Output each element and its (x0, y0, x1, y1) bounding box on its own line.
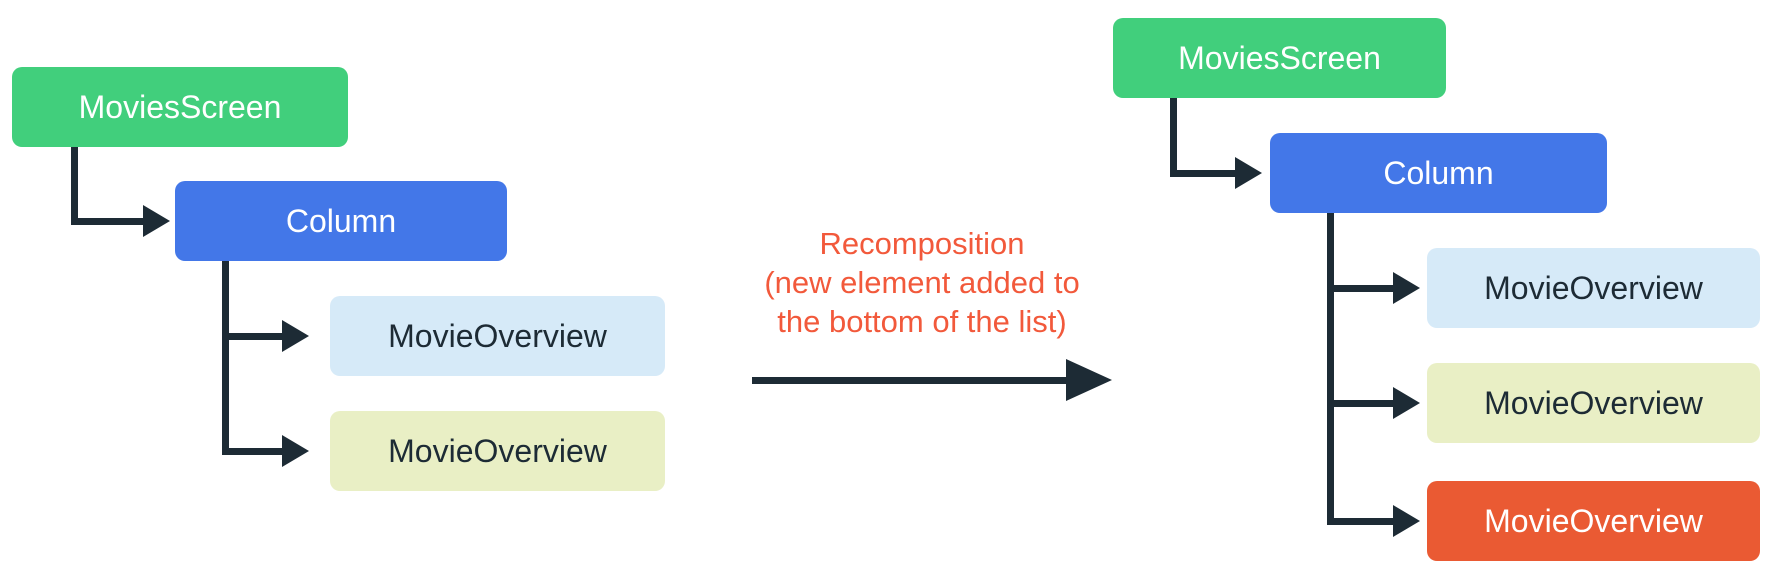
after-connector-child2-hline (1327, 400, 1395, 407)
recomposition-caption: Recomposition (new element added to the … (722, 224, 1122, 341)
caption-line-3: the bottom of the list) (777, 304, 1067, 339)
after-connector-root-hline (1170, 170, 1236, 177)
after-connector-child3-hline (1327, 518, 1395, 525)
before-connector-child1-hline (222, 333, 284, 340)
after-node-movieoverview-new: MovieOverview (1427, 481, 1760, 561)
before-connector-root-hline (71, 218, 145, 225)
before-arrowhead-column (143, 205, 170, 237)
before-connector-root-vline (71, 147, 78, 225)
after-node-column: Column (1270, 133, 1607, 213)
before-arrowhead-child1 (282, 320, 309, 352)
after-arrowhead-column (1235, 157, 1262, 189)
after-arrowhead-child2 (1393, 387, 1420, 419)
after-node-movieoverview-2: MovieOverview (1427, 363, 1760, 443)
before-arrowhead-child2 (282, 435, 309, 467)
before-node-column: Column (175, 181, 507, 261)
transition-arrow-shaft (752, 377, 1068, 384)
after-node-moviesscreen: MoviesScreen (1113, 18, 1446, 98)
after-connector-column-vline (1327, 213, 1334, 525)
after-arrowhead-child3 (1393, 505, 1420, 537)
caption-line-2: (new element added to (764, 265, 1080, 300)
caption-line-1: Recomposition (819, 226, 1025, 261)
after-connector-root-vline (1170, 98, 1177, 177)
after-connector-child1-hline (1327, 285, 1395, 292)
after-node-movieoverview-1: MovieOverview (1427, 248, 1760, 328)
before-connector-child2-hline (222, 448, 284, 455)
before-connector-column-vline (222, 261, 229, 451)
transition-arrowhead (1066, 359, 1112, 401)
before-node-movieoverview-1: MovieOverview (330, 296, 665, 376)
before-node-moviesscreen: MoviesScreen (12, 67, 348, 147)
before-node-movieoverview-2: MovieOverview (330, 411, 665, 491)
after-arrowhead-child1 (1393, 272, 1420, 304)
